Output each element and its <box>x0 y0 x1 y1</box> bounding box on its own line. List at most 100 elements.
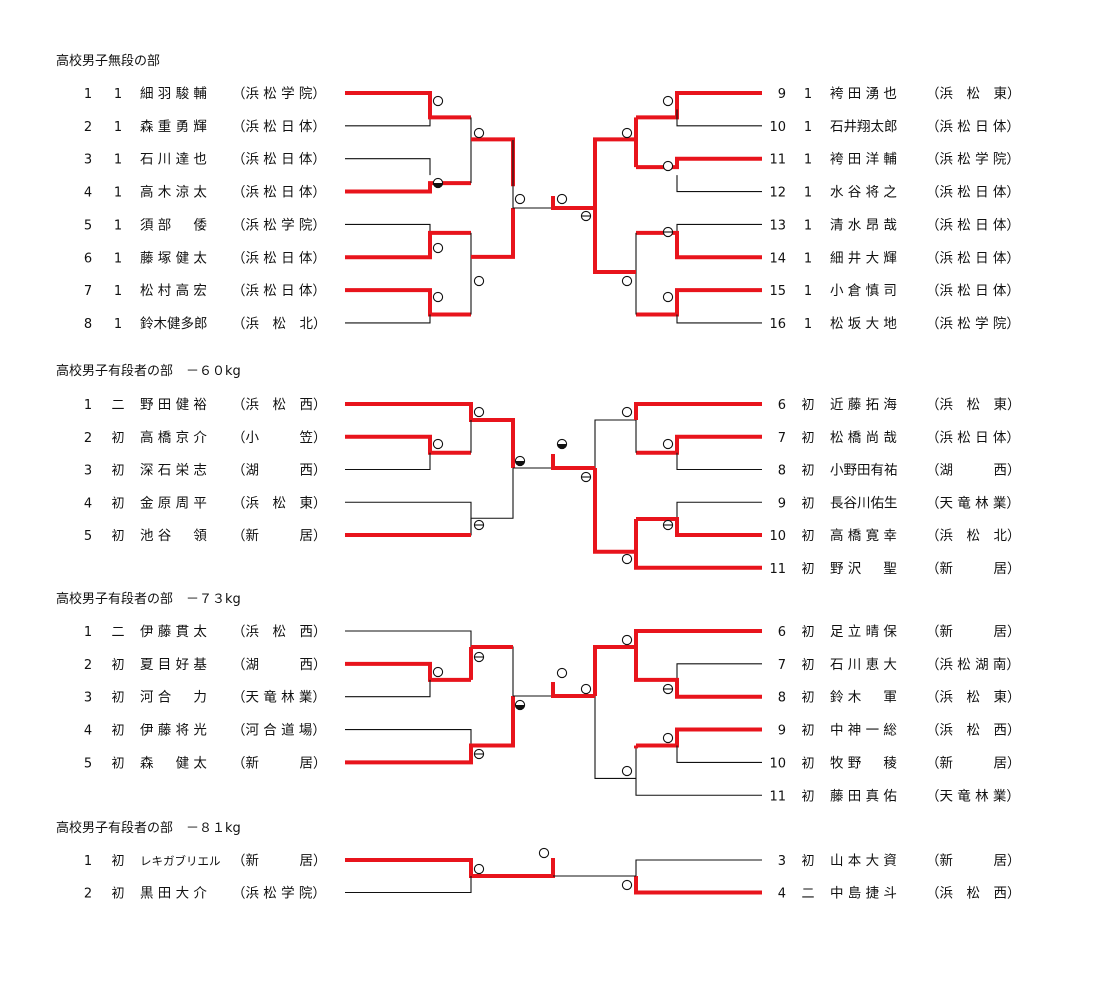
entry-school: （浜 松 西） <box>232 397 327 413</box>
bracket-line <box>635 859 762 876</box>
entry-school: （湖 西） <box>232 463 327 479</box>
entry-name: 水 谷 将 之 <box>830 185 897 201</box>
entry-name: 高 木 涼 太 <box>140 184 207 201</box>
entry-rank: 1 <box>114 218 122 233</box>
entry-number: 3 <box>778 854 786 869</box>
match-mark-circle <box>662 438 674 450</box>
entry-number: 8 <box>84 317 92 332</box>
section-title: 高校男子有段者の部 －７３kg <box>56 591 241 607</box>
entry-number: 1 <box>84 87 92 102</box>
entry-school: （河 合 道 場） <box>232 723 326 739</box>
winner-line <box>345 696 515 765</box>
entry-rank: 初 <box>801 658 814 673</box>
entry-name: 松 村 高 宏 <box>140 282 207 299</box>
entry-name: 藤 塚 健 太 <box>140 250 207 266</box>
winner-line <box>345 858 555 878</box>
bracket-line <box>345 501 472 535</box>
entry-rank: 二 <box>801 887 814 902</box>
bracket-line <box>676 452 762 471</box>
bracket-line <box>345 876 472 894</box>
entry-rank: 初 <box>111 691 124 706</box>
entry-school: （湖 西） <box>232 657 327 673</box>
entry-rank: 初 <box>111 529 124 544</box>
entry-number: 3 <box>84 691 92 706</box>
entry-name: 石 川 達 也 <box>140 152 207 168</box>
entry-school: （新 居） <box>232 528 327 544</box>
entry-name: 牧 野 稜 <box>830 755 897 771</box>
match-mark-circle <box>621 765 633 777</box>
match-mark-minus <box>662 683 674 695</box>
entry-number: 7 <box>778 658 786 673</box>
bracket-line <box>345 109 431 127</box>
match-mark-minus <box>473 651 485 663</box>
entry-rank: 初 <box>801 756 814 771</box>
entry-school: （新 居） <box>232 755 327 771</box>
match-mark-circle <box>621 879 633 891</box>
entry-number: 2 <box>84 120 92 135</box>
entry-name: 足 立 晴 保 <box>830 624 897 640</box>
entry-school: （浜 松 西） <box>232 624 327 640</box>
entry-rank: 初 <box>111 724 124 739</box>
match-mark-circle <box>662 732 674 744</box>
bracket-line <box>594 696 636 779</box>
match-mark-circle <box>662 160 674 172</box>
match-mark-circle <box>556 667 568 679</box>
entry-school: （天 竜 林 業） <box>926 787 1020 804</box>
match-mark-circle <box>556 193 568 205</box>
bracket-line <box>676 745 762 763</box>
entry-rank: 1 <box>114 120 122 135</box>
entry-name: 森 健 太 <box>140 755 207 771</box>
entry-rank: 初 <box>111 658 124 673</box>
winner-line <box>345 288 471 317</box>
bracket-line <box>345 679 431 698</box>
entry-rank: 初 <box>801 789 814 804</box>
bracket-line <box>345 158 431 176</box>
entry-rank: 初 <box>801 529 814 544</box>
bracket-line <box>345 630 472 680</box>
entry-school: （浜 松 東） <box>232 495 327 511</box>
bracket-line <box>635 745 762 796</box>
entry-school: （浜 松 西） <box>926 886 1021 902</box>
match-mark-half <box>432 177 444 189</box>
match-mark-minus <box>662 226 674 238</box>
entry-number: 10 <box>769 756 786 771</box>
entry-rank: 初 <box>801 625 814 640</box>
entry-name: 森 重 勇 輝 <box>140 119 207 135</box>
entry-school: （浜 松 日 体） <box>926 217 1020 233</box>
entry-name: 袴 田 湧 也 <box>830 86 897 102</box>
winner-line <box>471 137 515 187</box>
entry-name: 袴 田 洋 輔 <box>830 152 897 168</box>
entry-rank: 1 <box>114 251 122 266</box>
final-bracket <box>556 193 592 222</box>
winner-line <box>345 181 471 194</box>
entry-number: 11 <box>769 153 786 168</box>
winner-line <box>551 196 595 210</box>
entry-number: 9 <box>778 724 786 739</box>
entry-number: 6 <box>778 398 786 413</box>
entry-school: （浜 松 日 体） <box>232 250 326 266</box>
entry-rank: 初 <box>111 854 124 869</box>
entry-name: 金 原 周 平 <box>140 495 207 511</box>
entry-rank: 初 <box>801 398 814 413</box>
match-mark-circle <box>432 666 444 678</box>
entry-rank: 1 <box>804 284 812 299</box>
winner-line <box>345 91 471 120</box>
entry-name: 深 石 栄 志 <box>140 463 207 479</box>
entry-rank: 初 <box>111 464 124 479</box>
entry-rank: 1 <box>804 251 812 266</box>
entry-school: （浜 松 日 体） <box>232 152 326 168</box>
entry-number: 2 <box>84 658 92 673</box>
entry-rank: 初 <box>111 887 124 902</box>
